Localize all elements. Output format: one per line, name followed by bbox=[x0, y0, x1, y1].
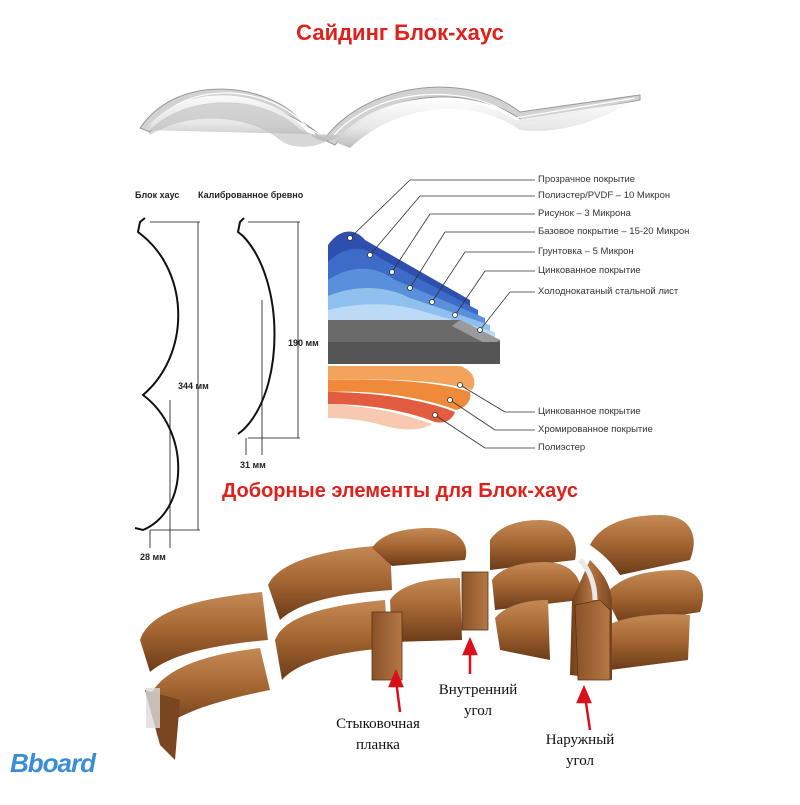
log-height-label: 190 мм bbox=[288, 338, 319, 348]
layer-label-polyester-pvdf: Полиэстер/PVDF – 10 Микрон bbox=[538, 190, 671, 201]
layer-label-steel-sheet: Холоднокатаный стальной лист bbox=[538, 286, 679, 297]
log-profile-label: Калиброванное бревно bbox=[198, 190, 304, 200]
joint-plate-label: Стыковочная планка bbox=[318, 714, 438, 756]
log-depth-label: 31 мм bbox=[240, 460, 266, 470]
blockhouse-profile bbox=[134, 217, 200, 548]
joint-plate-label-line1: Стыковочная bbox=[336, 716, 420, 732]
outer-corner-label-line1: Наружный bbox=[545, 732, 615, 748]
layer-label-primer: Грунтовка – 5 Микрон bbox=[538, 246, 634, 257]
joint-plate-label-line2: планка bbox=[356, 737, 400, 753]
layer-label-polyester: Полиэстер bbox=[538, 442, 586, 453]
log-profile bbox=[236, 217, 300, 455]
pointer-arrows bbox=[388, 636, 592, 731]
layer-label-zinc-top: Цинкованное покрытие bbox=[538, 265, 641, 276]
inner-corner-label-line1: Внутренний bbox=[438, 682, 518, 698]
main-title: Сайдинг Блок-хаус bbox=[296, 20, 504, 45]
inner-corner-label-line2: угол bbox=[463, 703, 493, 719]
siding-sheet-illustration bbox=[139, 86, 641, 148]
layer-leader-lines bbox=[349, 179, 535, 449]
layer-label-base-coat: Базовое покрытие – 15-20 Микрон bbox=[538, 226, 690, 237]
blockhouse-depth-label: 28 мм bbox=[140, 552, 166, 562]
accessories-title: Доборные элементы для Блок-хаус bbox=[222, 480, 578, 502]
bboard-watermark-logo: Bboard bbox=[10, 748, 96, 778]
layer-label-chrome: Хромированное покрытие bbox=[538, 424, 653, 435]
wood-elements-illustration bbox=[140, 515, 704, 760]
blockhouse-height-label: 344 мм bbox=[178, 381, 209, 391]
outer-corner-label-line2: угол bbox=[565, 753, 595, 769]
layer-label-pattern: Рисунок – 3 Микрона bbox=[538, 208, 631, 219]
layer-leader-dots bbox=[347, 235, 483, 418]
layer-label-zinc-bottom: Цинкованное покрытие bbox=[538, 406, 641, 417]
outer-corner-label: Наружный угол bbox=[520, 730, 640, 772]
layer-cross-section bbox=[328, 231, 500, 430]
layer-label-clear-coat: Прозрачное покрытие bbox=[538, 174, 636, 185]
blockhouse-profile-label: Блок хаус bbox=[135, 190, 180, 200]
inner-corner-label: Внутренний угол bbox=[418, 680, 538, 722]
